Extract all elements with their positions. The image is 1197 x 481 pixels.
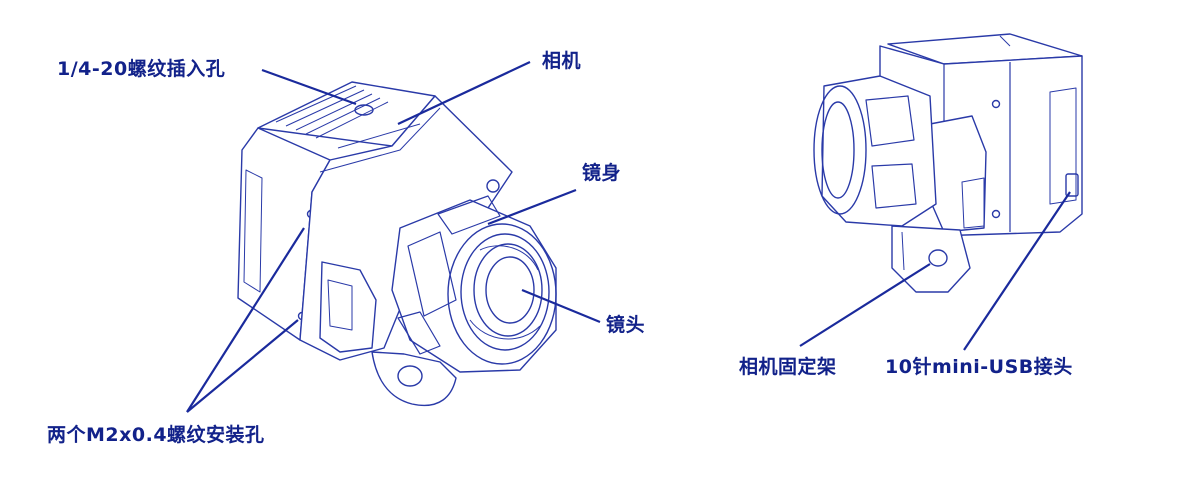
label-camera: 相机 bbox=[542, 50, 582, 72]
mount-hook bbox=[371, 351, 457, 406]
callout-line-m2-lower bbox=[186, 319, 299, 413]
rear-mount-hole-icon bbox=[928, 249, 948, 267]
label-usb-connector: 10针mini-USB接头 bbox=[885, 356, 1073, 378]
rear-lens-ring-inner bbox=[821, 101, 855, 199]
lens-ring-inner bbox=[473, 243, 543, 337]
mount-bracket bbox=[319, 261, 377, 353]
label-tripod-hole: 1/4-20螺纹插入孔 bbox=[57, 58, 226, 80]
callout-line-lens bbox=[521, 288, 601, 324]
label-lens: 镜头 bbox=[606, 314, 646, 336]
tripod-hole-icon bbox=[354, 104, 374, 116]
callout-line-lens-body bbox=[487, 188, 577, 226]
rear-lens-ring-outer bbox=[813, 85, 867, 215]
lens-ring-outer bbox=[447, 223, 557, 365]
callout-line-camera bbox=[397, 61, 531, 125]
camera-rear-view bbox=[813, 33, 1083, 293]
callout-line-mount bbox=[799, 263, 931, 347]
usb-port-icon bbox=[1065, 173, 1079, 197]
label-m2-holes: 两个M2x0.4螺纹安装孔 bbox=[47, 424, 265, 446]
lens-ring-mid bbox=[460, 233, 550, 351]
callout-line-m2-upper bbox=[186, 227, 305, 413]
label-lens-body: 镜身 bbox=[582, 162, 622, 184]
front-screw-icon bbox=[486, 179, 500, 193]
rear-lens-barrel bbox=[821, 75, 937, 227]
callout-line-tripod-hole bbox=[261, 68, 357, 106]
callout-lines bbox=[186, 61, 1071, 413]
callout-line-usb bbox=[963, 191, 1071, 351]
label-camera-mount: 相机固定架 bbox=[739, 356, 837, 378]
camera-top-ridges bbox=[275, 85, 389, 139]
lens-glass-icon bbox=[485, 256, 535, 324]
camera-front-view bbox=[237, 81, 557, 406]
